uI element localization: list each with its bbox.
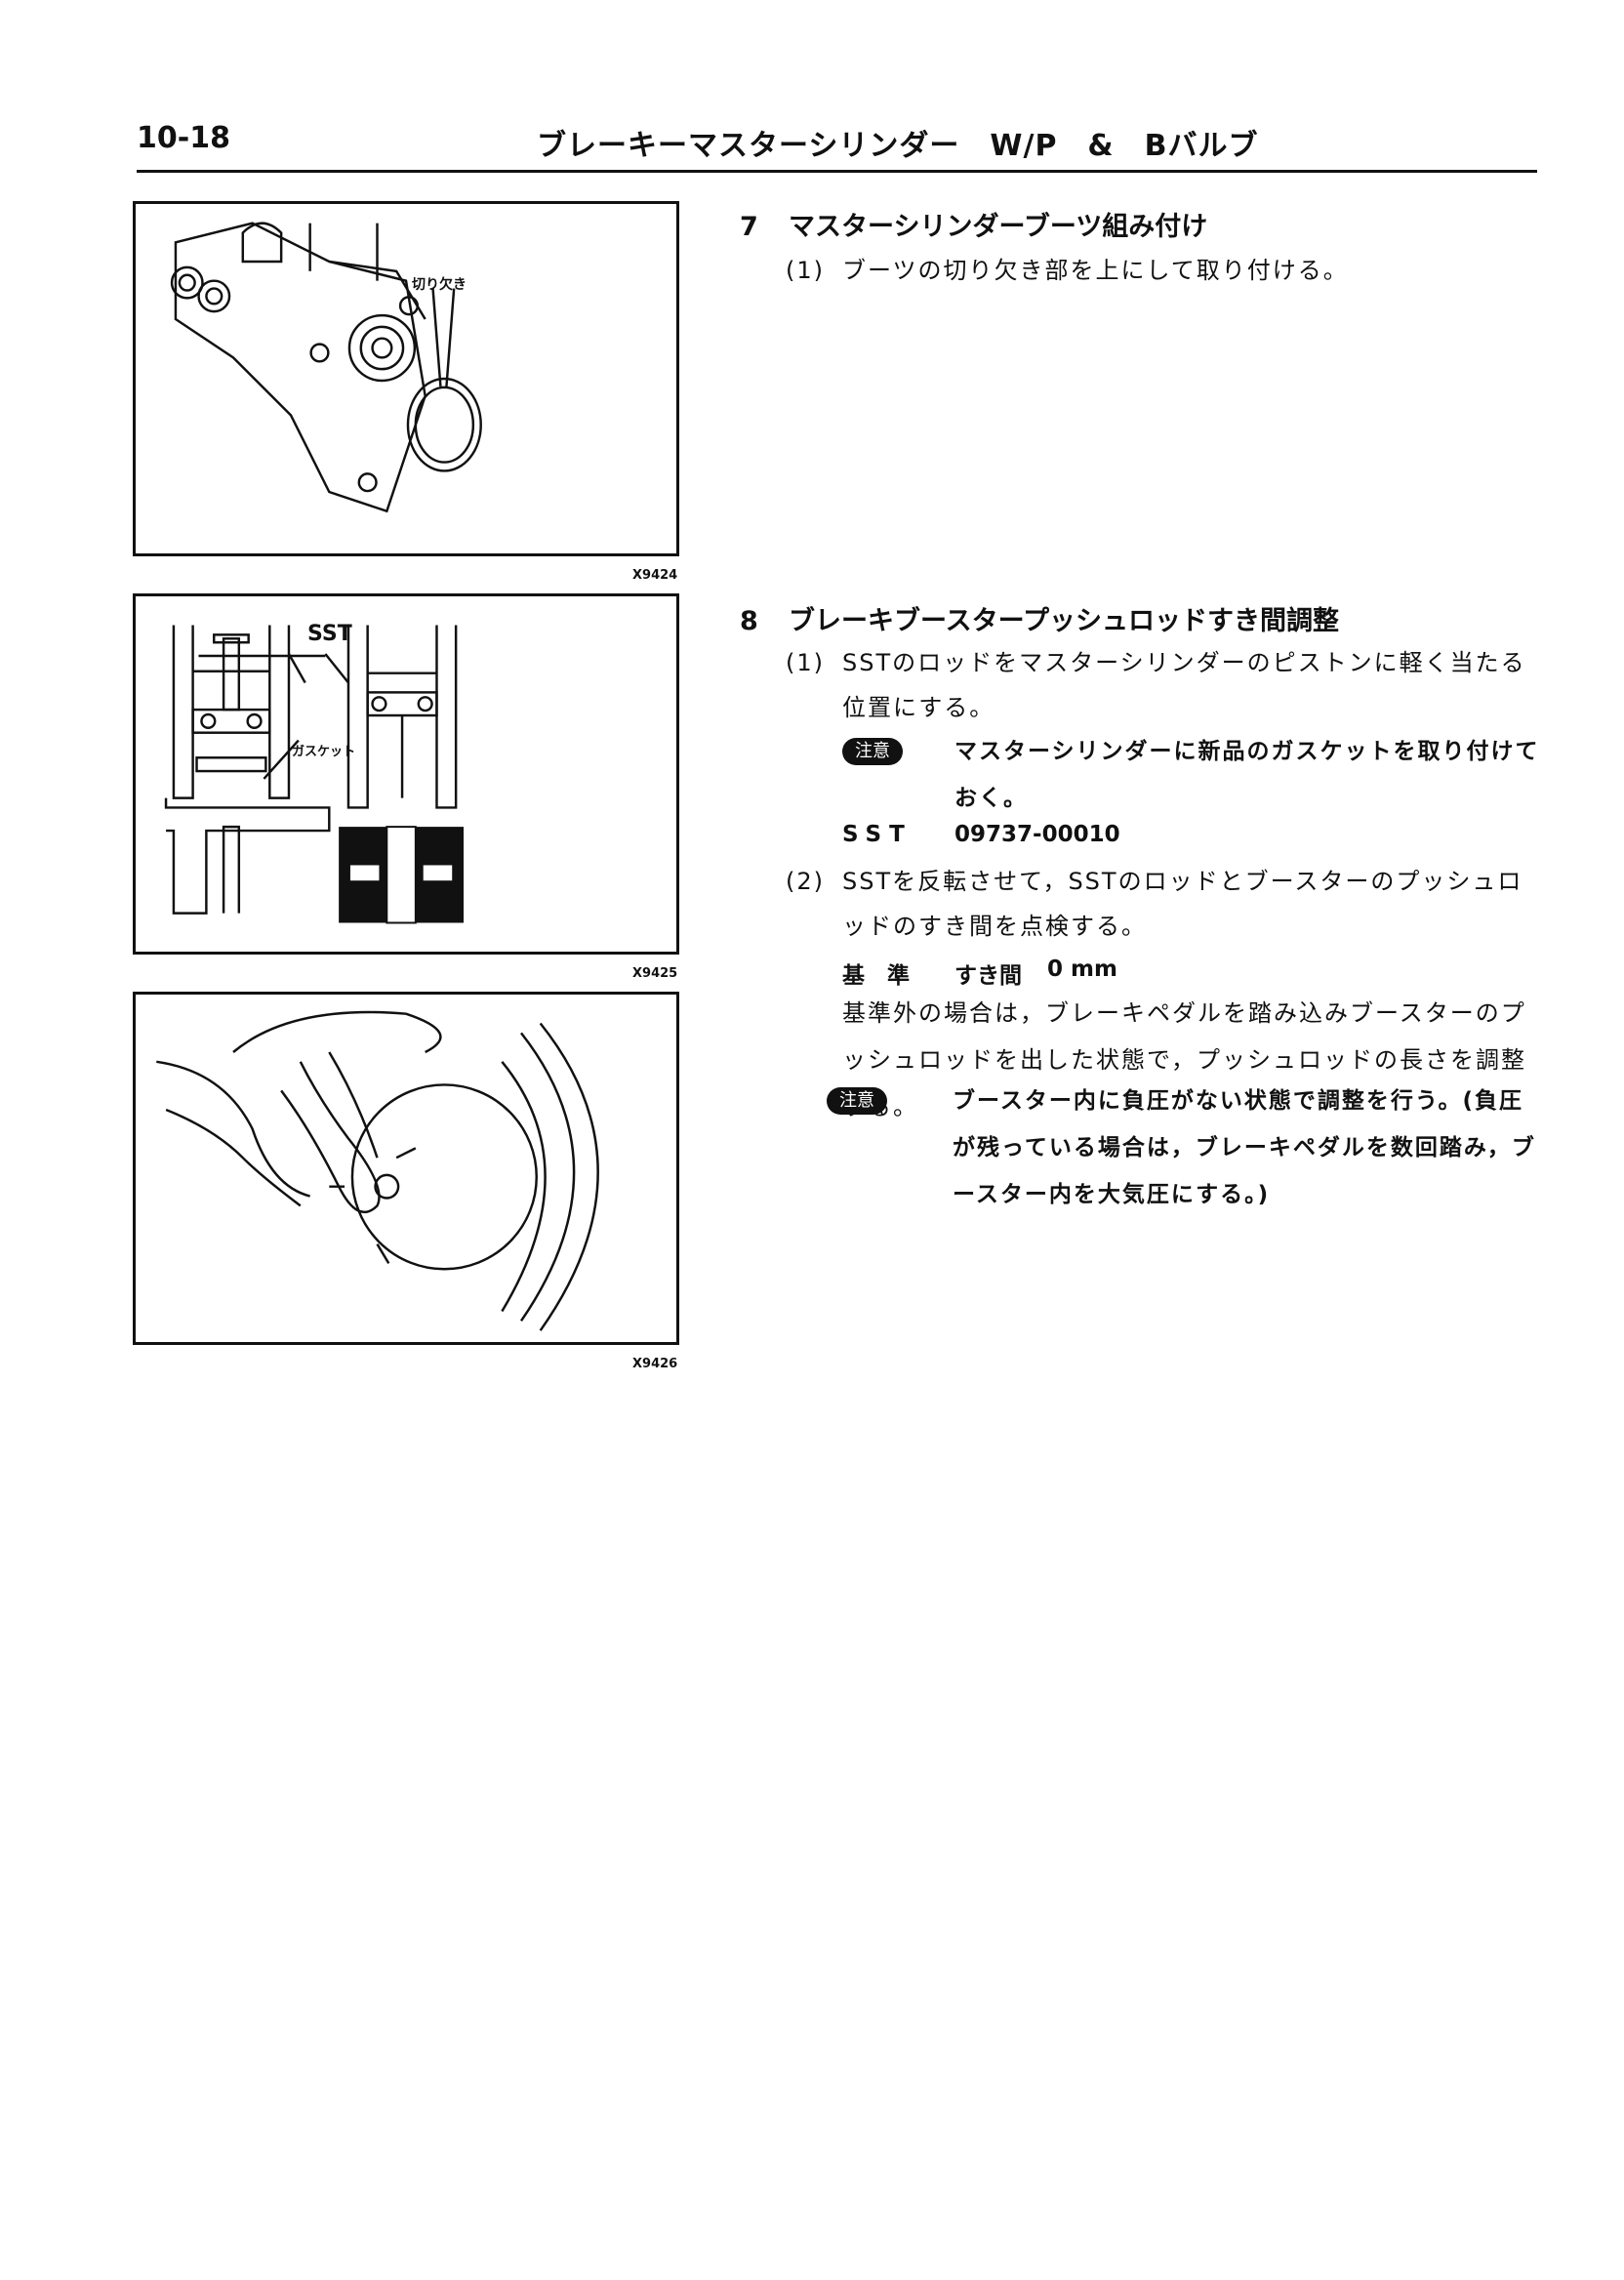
standard-label: 基 準 bbox=[842, 963, 910, 989]
caution-badge: 注意 bbox=[842, 738, 903, 765]
figure-label-notch: 切り欠き bbox=[412, 277, 467, 293]
caution-note: マスターシリンダーに新品のガスケットを取り付けておく。 bbox=[954, 739, 1540, 811]
step-title: ブレーキブースタープッシュロッドすき間調整 bbox=[789, 606, 1340, 636]
item-text: SSTを反転させて，SSTのロッドとブースターのプッシュロッドのすき間を点検する… bbox=[842, 868, 1523, 940]
caution-badge: 注意 bbox=[827, 1087, 887, 1115]
clearance-adjustment-illustration bbox=[156, 1010, 599, 1331]
running-title: ブレーキーマスターシリンダー W/P & Bバルブ bbox=[537, 129, 1259, 163]
step-8-heading: 8 ブレーキブースタープッシュロッドすき間調整 bbox=[740, 599, 1339, 637]
page-number: 10-18 bbox=[137, 121, 230, 155]
header-rule bbox=[137, 170, 1537, 173]
step-8-item-1: (1) SSTのロッドをマスターシリンダーのピストンに軽く当たる位置にする。 bbox=[786, 640, 1547, 730]
figure-sst-push-rod: SST ガスケット bbox=[133, 593, 679, 955]
item-index: (1) bbox=[786, 649, 825, 676]
item-index: (1) bbox=[786, 257, 825, 284]
standard-item: すき間 bbox=[954, 963, 1022, 989]
caution-note: ブースター内に負圧がない状態で調整を行う。(負圧が残っている場合は，ブレーキペダ… bbox=[953, 1088, 1536, 1207]
sst-part-number: 09737-00010 bbox=[954, 822, 1120, 847]
step-number: 8 bbox=[740, 606, 758, 636]
step-7-heading: 7 マスターシリンダーブーツ組み付け bbox=[740, 205, 1207, 243]
sst-label: SST bbox=[842, 822, 913, 847]
figure-code: X9426 bbox=[632, 1357, 678, 1371]
figure-code: X9424 bbox=[632, 568, 678, 583]
step-title: マスターシリンダーブーツ組み付け bbox=[789, 212, 1208, 242]
figure-code: X9425 bbox=[632, 966, 678, 981]
item-text: ブーツの切り欠き部を上にして取り付ける。 bbox=[842, 257, 1349, 284]
step-8-item-2: (2) SSTを反転させて，SSTのロッドとブースターのプッシュロッドのすき間を… bbox=[786, 859, 1547, 949]
step-number: 7 bbox=[740, 212, 758, 242]
figure-label-gasket: ガスケット bbox=[292, 745, 356, 759]
item-index: (2) bbox=[786, 868, 825, 895]
figure-clearance-adjustment bbox=[133, 992, 679, 1345]
item-text: SSTのロッドをマスターシリンダーのピストンに軽く当たる位置にする。 bbox=[842, 649, 1526, 721]
standard-value: 0 mm bbox=[1047, 957, 1117, 982]
sst-push-rod-illustration bbox=[164, 625, 465, 924]
master-cylinder-boot-illustration bbox=[170, 222, 482, 513]
figure-master-cylinder-boot: 切り欠き bbox=[133, 201, 679, 556]
figure-label-sst: SST bbox=[307, 622, 352, 646]
step-7-item-1: (1) ブーツの切り欠き部を上にして取り付ける。 bbox=[786, 248, 1547, 293]
